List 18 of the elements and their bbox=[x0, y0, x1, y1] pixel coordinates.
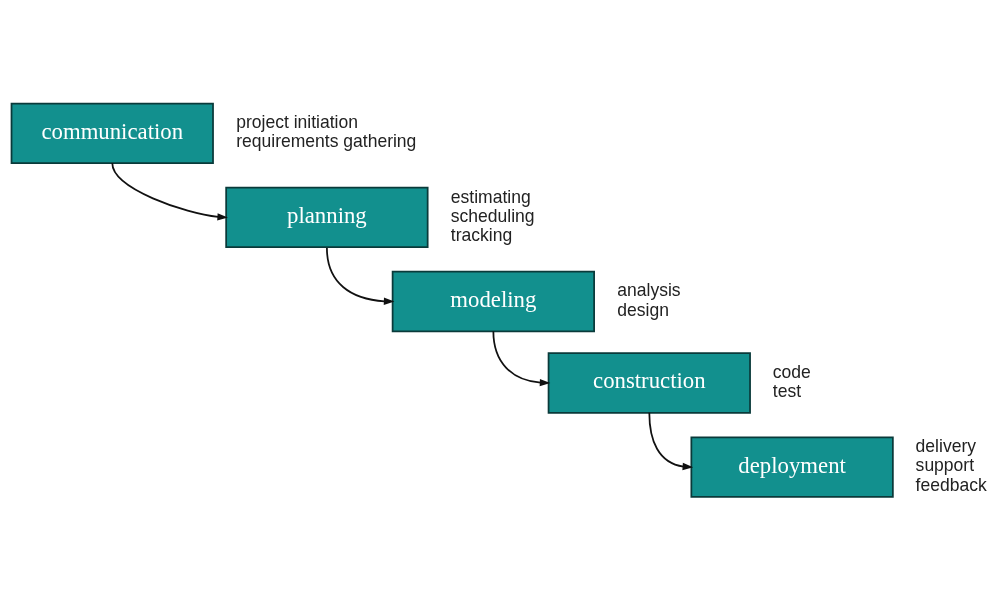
node-label: estimating bbox=[450, 186, 531, 206]
node-label: analysis bbox=[617, 279, 681, 300]
node-box: deployment bbox=[690, 435, 894, 498]
node-label: code bbox=[772, 361, 811, 382]
arrow bbox=[492, 329, 551, 386]
node-label: feedback bbox=[915, 474, 987, 495]
node-label: test bbox=[772, 380, 802, 401]
node-label: delivery bbox=[915, 435, 976, 456]
node-box: planning bbox=[225, 186, 429, 248]
node-box: modeling bbox=[391, 270, 595, 332]
arrow bbox=[326, 246, 395, 305]
arrow bbox=[111, 161, 228, 221]
node-label: design bbox=[617, 299, 669, 320]
node-label: project initiation bbox=[236, 111, 358, 132]
arrow bbox=[648, 411, 694, 470]
node-label: tracking bbox=[450, 224, 513, 245]
node-box: communication bbox=[10, 102, 214, 164]
node-box: construction bbox=[547, 351, 751, 414]
